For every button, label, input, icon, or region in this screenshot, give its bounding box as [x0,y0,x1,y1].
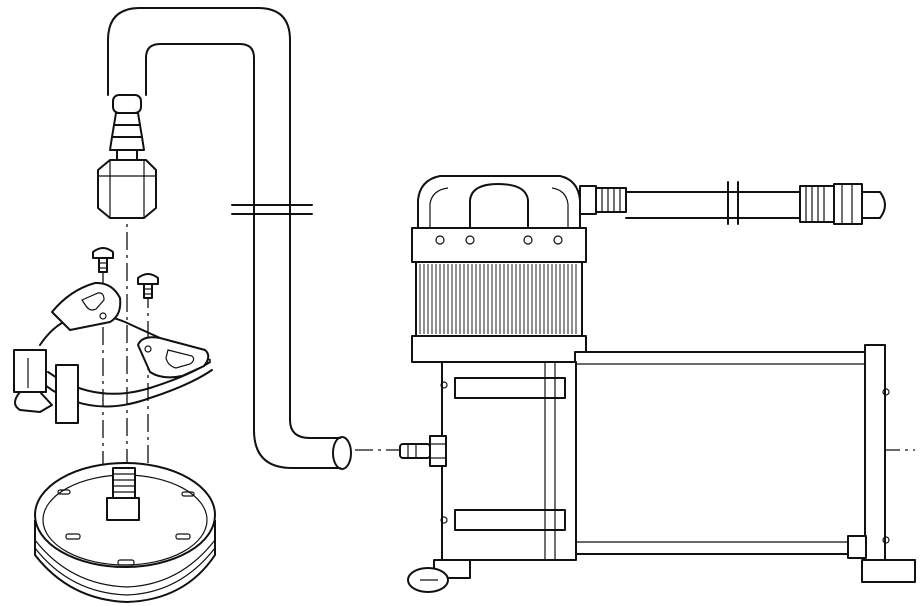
cooling-fins [419,264,577,334]
mounting-screws [92,247,159,299]
filter-bracket [13,281,213,424]
air-hose [107,7,352,470]
air-filter-housing [34,462,216,603]
hose-barb-fitting [97,94,157,219]
air-compressor [399,175,916,593]
leader-hose [579,181,886,225]
